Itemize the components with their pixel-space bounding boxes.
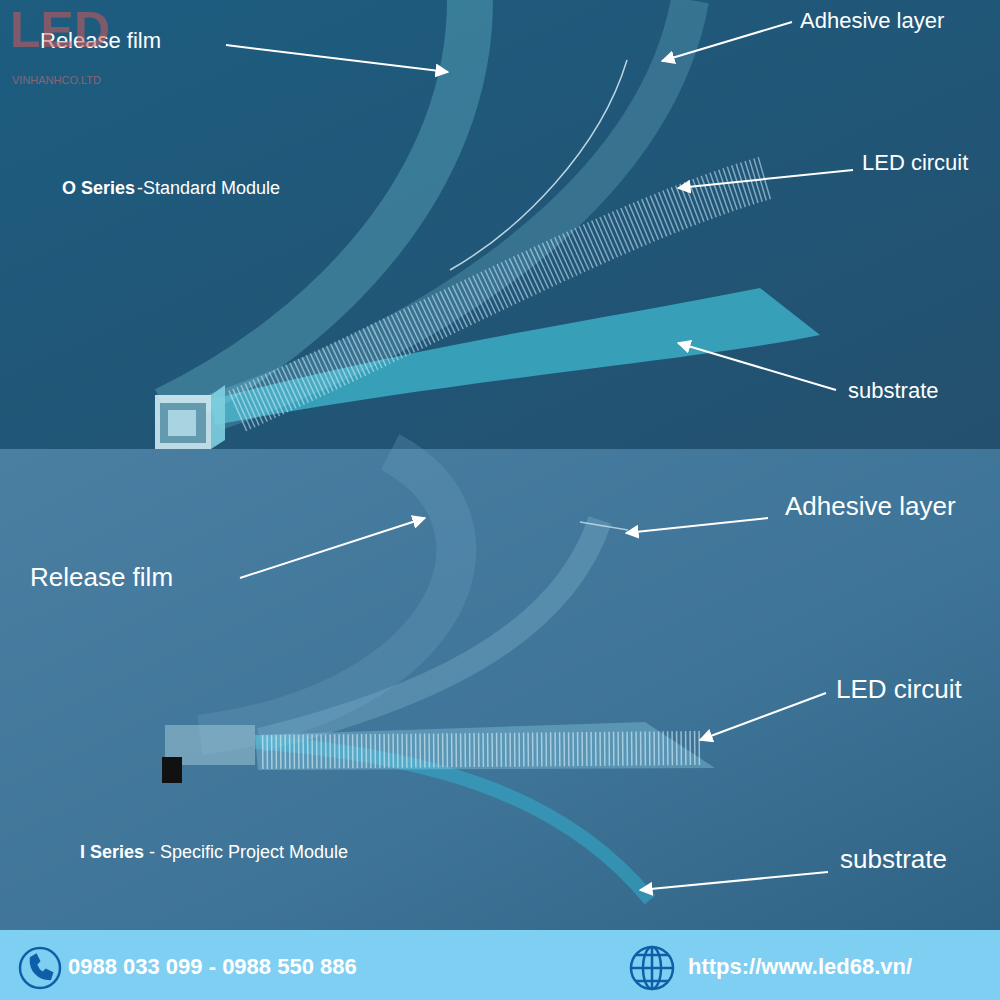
series-name: I Series xyxy=(80,842,144,863)
i-series-illustration xyxy=(162,452,715,900)
top-panel xyxy=(0,0,1000,449)
part-label: Release film xyxy=(30,563,173,593)
phone-number: 0988 033 099 - 0988 550 886 xyxy=(68,954,357,979)
leader-arrows xyxy=(226,22,853,890)
footer-bar xyxy=(0,930,1000,1000)
website-url: https://www.led68.vn/ xyxy=(688,954,912,979)
phone-icon xyxy=(20,948,60,988)
watermark-logo: LED xyxy=(10,2,110,60)
part-label: Adhesive layer xyxy=(800,8,944,33)
series-description: - Specific Project Module xyxy=(149,842,348,863)
bottom-panel xyxy=(0,449,1000,930)
globe-icon xyxy=(631,947,673,989)
watermark-company: VINHANHCO.LTD xyxy=(12,74,101,87)
series-name: O Series xyxy=(62,178,135,199)
o-series-illustration xyxy=(155,0,820,449)
part-label: LED circuit xyxy=(862,150,968,175)
part-label: LED circuit xyxy=(836,675,962,705)
series-description: -Standard Module xyxy=(137,178,280,199)
part-label: substrate xyxy=(848,378,939,403)
part-label: substrate xyxy=(840,845,947,875)
part-label: Adhesive layer xyxy=(785,492,956,522)
